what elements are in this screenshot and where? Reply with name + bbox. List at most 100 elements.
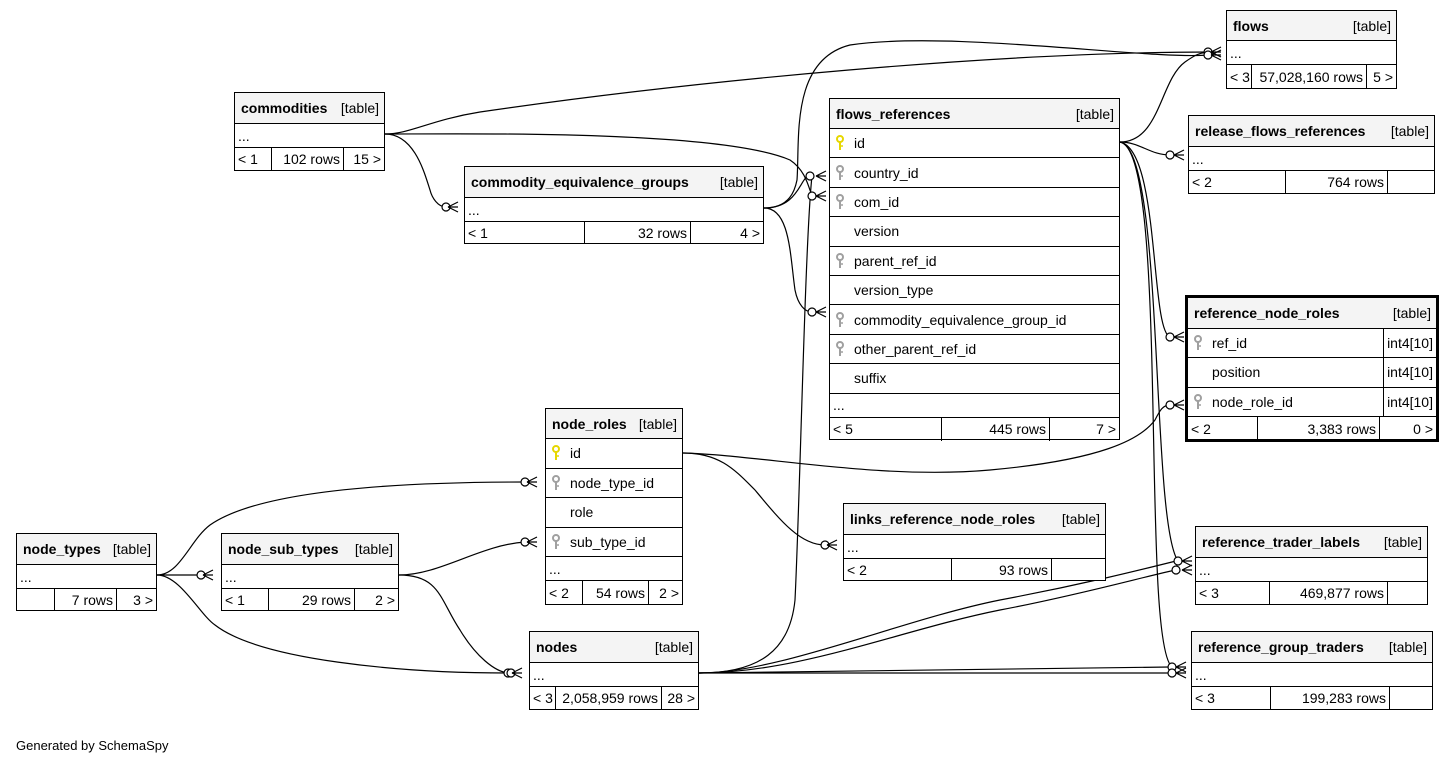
optional-marker bbox=[1167, 668, 1177, 678]
columns-ellipsis: ... bbox=[530, 663, 698, 687]
column-row: other_parent_ref_id bbox=[830, 335, 1119, 365]
column-row: country_id bbox=[830, 158, 1119, 188]
table-name: commodity_equivalence_groups bbox=[471, 174, 689, 190]
column-name: version_type bbox=[854, 282, 934, 299]
table-release-flows-references[interactable]: release_flows_references[table] ... < 2 … bbox=[1188, 115, 1435, 194]
row-count: 3,383 rows bbox=[1258, 416, 1380, 442]
table-node-types[interactable]: node_types[table] ... 7 rows 3 > bbox=[16, 533, 157, 611]
parents-count: < 2 bbox=[1188, 416, 1258, 442]
columns-ellipsis: ... bbox=[1192, 663, 1432, 687]
parents-count: < 3 bbox=[1192, 687, 1271, 709]
parents-count: < 1 bbox=[235, 148, 272, 170]
foreign-key-icon bbox=[546, 474, 566, 491]
children-count bbox=[1388, 171, 1434, 193]
column-type: int4[10] bbox=[1383, 358, 1436, 387]
children-count: 2 > bbox=[659, 584, 679, 601]
table-name: commodities bbox=[241, 100, 328, 116]
table-name: flows bbox=[1233, 17, 1269, 34]
row-count: 57,028,160 rows bbox=[1252, 65, 1367, 88]
foreign-key-icon bbox=[1188, 335, 1208, 351]
row-count: 445 rows bbox=[942, 417, 1050, 441]
foreign-key-icon bbox=[546, 533, 566, 550]
table-type: [table] bbox=[1352, 17, 1391, 34]
table-name: node_sub_types bbox=[228, 541, 339, 557]
column-name: id bbox=[570, 445, 581, 462]
parents-count: < 2 bbox=[546, 581, 583, 604]
columns-ellipsis: ... bbox=[1227, 41, 1396, 65]
column-name: position bbox=[1212, 364, 1261, 381]
table-node-sub-types[interactable]: node_sub_types[table] ... < 1 29 rows 2 … bbox=[221, 533, 399, 611]
column-name: node_type_id bbox=[570, 474, 655, 491]
column-row: id bbox=[830, 129, 1119, 159]
table-flows[interactable]: flows[table] ... < 3 57,028,160 rows 5 > bbox=[1226, 10, 1397, 89]
table-name: reference_node_roles bbox=[1194, 305, 1340, 321]
relationship-edge bbox=[1119, 141, 1179, 562]
column-type: int4[10] bbox=[1383, 329, 1436, 358]
columns-ellipsis: ... bbox=[17, 565, 156, 589]
primary-key-icon bbox=[546, 445, 566, 461]
optional-marker bbox=[1165, 332, 1175, 342]
crows-foot-marker bbox=[511, 667, 523, 679]
relationship-edge bbox=[698, 666, 1171, 674]
table-type: [table] bbox=[1392, 305, 1431, 321]
table-commodity-equivalence-groups[interactable]: commodity_equivalence_groups[table] ... … bbox=[464, 166, 764, 244]
table-type: [table] bbox=[354, 541, 393, 557]
crows-foot-marker bbox=[1175, 667, 1187, 679]
column-name: other_parent_ref_id bbox=[854, 340, 977, 357]
crows-foot-marker bbox=[815, 170, 827, 182]
relationship-edge bbox=[156, 481, 526, 576]
column-name: country_id bbox=[854, 164, 919, 181]
column-name: id bbox=[854, 135, 865, 152]
table-reference-group-traders[interactable]: reference_group_traders[table] ... < 3 1… bbox=[1191, 631, 1433, 710]
table-nodes[interactable]: nodes[table] ... < 3 2,058,959 rows 28 > bbox=[529, 631, 699, 710]
relationship-edge bbox=[384, 133, 447, 208]
columns-ellipsis: ... bbox=[830, 394, 1119, 418]
children-count: 0 > bbox=[1413, 421, 1433, 438]
children-count bbox=[1390, 687, 1432, 709]
table-name: node_types bbox=[23, 541, 101, 557]
parents-count: < 5 bbox=[830, 417, 942, 441]
table-name: nodes bbox=[536, 639, 578, 655]
parents-count: < 3 bbox=[530, 687, 556, 709]
optional-marker bbox=[1165, 150, 1175, 160]
table-commodities[interactable]: commodities[table] ... < 1 102 rows 15 > bbox=[234, 92, 385, 171]
columns-ellipsis: ... bbox=[546, 557, 682, 581]
children-count: 3 > bbox=[133, 591, 153, 608]
children-count: 7 > bbox=[1096, 421, 1116, 438]
crows-foot-marker bbox=[1175, 661, 1187, 673]
table-type: [table] bbox=[719, 174, 758, 190]
children-count: 4 > bbox=[740, 224, 760, 241]
parents-count: < 2 bbox=[844, 559, 952, 580]
table-name: reference_group_traders bbox=[1198, 639, 1364, 655]
parents-count: < 2 bbox=[1189, 171, 1286, 193]
columns-ellipsis: ... bbox=[1189, 147, 1434, 171]
column-row: com_id bbox=[830, 188, 1119, 218]
column-name: suffix bbox=[854, 370, 887, 387]
column-row: version bbox=[830, 217, 1119, 247]
relationship-edge bbox=[1119, 141, 1171, 156]
crows-foot-marker bbox=[1181, 555, 1193, 567]
row-count: 54 rows bbox=[583, 581, 649, 604]
relationship-edge bbox=[763, 175, 811, 209]
generated-by-credit: Generated by SchemaSpy bbox=[16, 738, 169, 753]
row-count: 2,058,959 rows bbox=[556, 687, 662, 709]
parents-count: < 1 bbox=[465, 222, 585, 243]
parents-count: < 1 bbox=[222, 589, 269, 610]
table-reference-trader-labels[interactable]: reference_trader_labels[table] ... < 3 4… bbox=[1195, 526, 1428, 605]
row-count: 469,877 rows bbox=[1270, 582, 1388, 604]
table-type: [table] bbox=[1061, 511, 1100, 527]
crows-foot-marker bbox=[1181, 564, 1193, 576]
relationship-edge bbox=[1119, 51, 1213, 143]
table-links-reference-node-roles[interactable]: links_reference_node_roles[table] ... < … bbox=[843, 503, 1106, 581]
optional-marker bbox=[807, 191, 817, 201]
crows-foot-marker bbox=[815, 190, 827, 202]
row-count: 93 rows bbox=[952, 559, 1052, 580]
table-name: node_roles bbox=[552, 415, 627, 432]
crows-foot-marker bbox=[526, 536, 538, 548]
parents-count: < 3 bbox=[1227, 65, 1252, 88]
